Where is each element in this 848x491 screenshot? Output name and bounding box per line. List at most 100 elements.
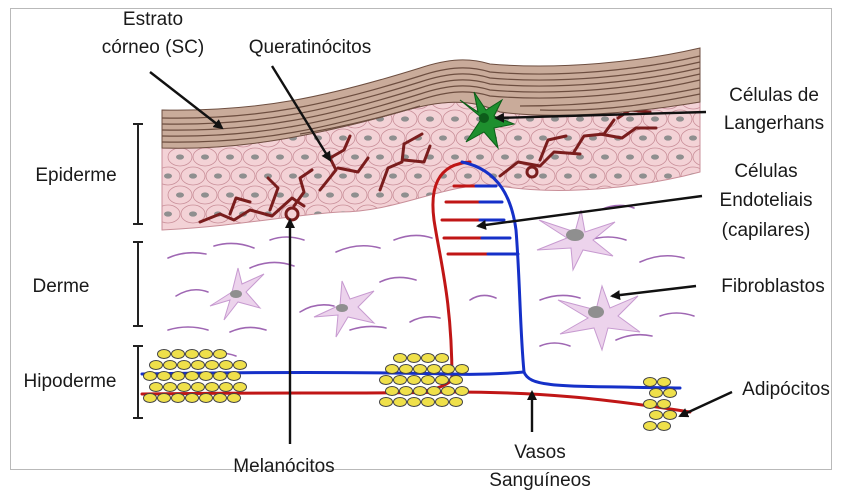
cell-nucleus xyxy=(639,173,647,178)
cell-nucleus xyxy=(514,135,522,140)
cell-nucleus xyxy=(276,154,284,159)
label-hipoderme: Hipoderme xyxy=(24,371,117,392)
cell-nucleus xyxy=(389,173,397,178)
cell-nucleus xyxy=(701,116,709,121)
cell-nucleus xyxy=(314,173,322,178)
cell-nucleus xyxy=(501,154,509,159)
adipocyte-cell xyxy=(220,383,233,392)
cell-nucleus xyxy=(401,116,409,121)
adipocyte-cell xyxy=(428,387,441,396)
adipocyte-cell xyxy=(386,365,399,374)
adipocyte-cell xyxy=(200,350,213,359)
cell-nucleus xyxy=(451,154,459,159)
adipocyte-cell xyxy=(192,383,205,392)
adipocyte-cell xyxy=(408,376,421,385)
cell-nucleus xyxy=(539,135,547,140)
label-queratinocitos: Queratinócitos xyxy=(249,37,372,58)
adipocyte-cell xyxy=(172,394,185,403)
label-adipocitos: Adipócitos xyxy=(742,379,830,400)
label-melanocitos: Melanócitos xyxy=(233,456,334,477)
adipocyte-cell xyxy=(436,398,449,407)
cell-nucleus xyxy=(626,154,634,159)
adipocyte-cell xyxy=(394,376,407,385)
keratinocyte-cell xyxy=(581,205,605,223)
cell-nucleus xyxy=(601,116,609,121)
adipocyte-cell xyxy=(664,389,677,398)
cell-nucleus xyxy=(251,154,259,159)
adipocyte-cell xyxy=(442,387,455,396)
cell-nucleus xyxy=(639,211,647,216)
label-vasos-1: Vasos xyxy=(514,442,565,463)
adipocyte-cell xyxy=(442,365,455,374)
adipocyte-cell xyxy=(234,383,247,392)
adipocyte-cell xyxy=(400,387,413,396)
adipocyte-cell xyxy=(456,387,469,396)
adipocyte-cell xyxy=(380,376,393,385)
adipocyte-cell xyxy=(192,361,205,370)
cell-nucleus xyxy=(664,211,672,216)
cell-nucleus xyxy=(339,173,347,178)
cell-nucleus xyxy=(376,154,384,159)
adipocyte-cell xyxy=(428,365,441,374)
adipocyte-cell xyxy=(450,398,463,407)
cell-nucleus xyxy=(676,154,684,159)
cell-nucleus xyxy=(414,173,422,178)
cell-nucleus xyxy=(489,211,497,216)
cell-nucleus xyxy=(214,173,222,178)
cell-nucleus xyxy=(339,135,347,140)
cell-nucleus xyxy=(226,154,234,159)
cell-nucleus xyxy=(689,211,697,216)
adipocyte-clusters xyxy=(144,350,677,431)
cell-nucleus xyxy=(201,154,209,159)
cell-nucleus xyxy=(189,211,197,216)
label-endoteliais-2: Endoteliais xyxy=(720,190,813,211)
cell-nucleus xyxy=(576,192,584,197)
label-epiderme: Epiderme xyxy=(35,165,116,186)
cell-nucleus xyxy=(526,192,534,197)
cell-nucleus xyxy=(176,154,184,159)
cell-nucleus xyxy=(164,97,172,102)
label-vasos-2: Sanguíneos xyxy=(489,470,590,491)
cell-nucleus xyxy=(264,97,272,102)
cell-nucleus xyxy=(414,211,422,216)
cell-nucleus xyxy=(664,173,672,178)
label-estrato-1: Estrato xyxy=(123,9,183,30)
fibroblast-cells xyxy=(210,210,640,350)
cell-nucleus xyxy=(564,173,572,178)
cell-nucleus xyxy=(351,192,359,197)
adipocyte-cell xyxy=(414,365,427,374)
adipocyte-cell xyxy=(214,350,227,359)
adipocyte-cell xyxy=(408,354,421,363)
adipocyte-cell xyxy=(186,372,199,381)
adipocyte-cell xyxy=(456,365,469,374)
adipocyte-cell xyxy=(178,361,191,370)
cell-nucleus xyxy=(451,116,459,121)
adipocyte-cell xyxy=(414,387,427,396)
cell-nucleus xyxy=(614,211,622,216)
cell-nucleus xyxy=(464,173,472,178)
cell-nucleus xyxy=(601,192,609,197)
keratinocyte-cell xyxy=(381,205,405,223)
adipocyte-cell xyxy=(150,361,163,370)
cell-nucleus xyxy=(451,192,459,197)
adipocyte-cell xyxy=(400,365,413,374)
cell-nucleus xyxy=(389,211,397,216)
adipocyte-cell xyxy=(144,394,157,403)
adipocyte-cell xyxy=(178,383,191,392)
cell-nucleus xyxy=(401,192,409,197)
cell-nucleus xyxy=(626,192,634,197)
adipocyte-cell xyxy=(228,394,241,403)
cell-nucleus xyxy=(676,116,684,121)
keratinocyte-cell xyxy=(406,205,430,223)
adipocyte-cell xyxy=(220,361,233,370)
adipocyte-cell xyxy=(450,376,463,385)
adipocyte-cell xyxy=(394,398,407,407)
cell-nucleus xyxy=(439,211,447,216)
adipocyte-cell xyxy=(644,422,657,431)
keratinocyte-cell xyxy=(618,186,642,204)
cell-nucleus xyxy=(214,97,222,102)
adipocyte-cell xyxy=(158,350,171,359)
label-endoteliais-1: Células xyxy=(734,161,797,182)
